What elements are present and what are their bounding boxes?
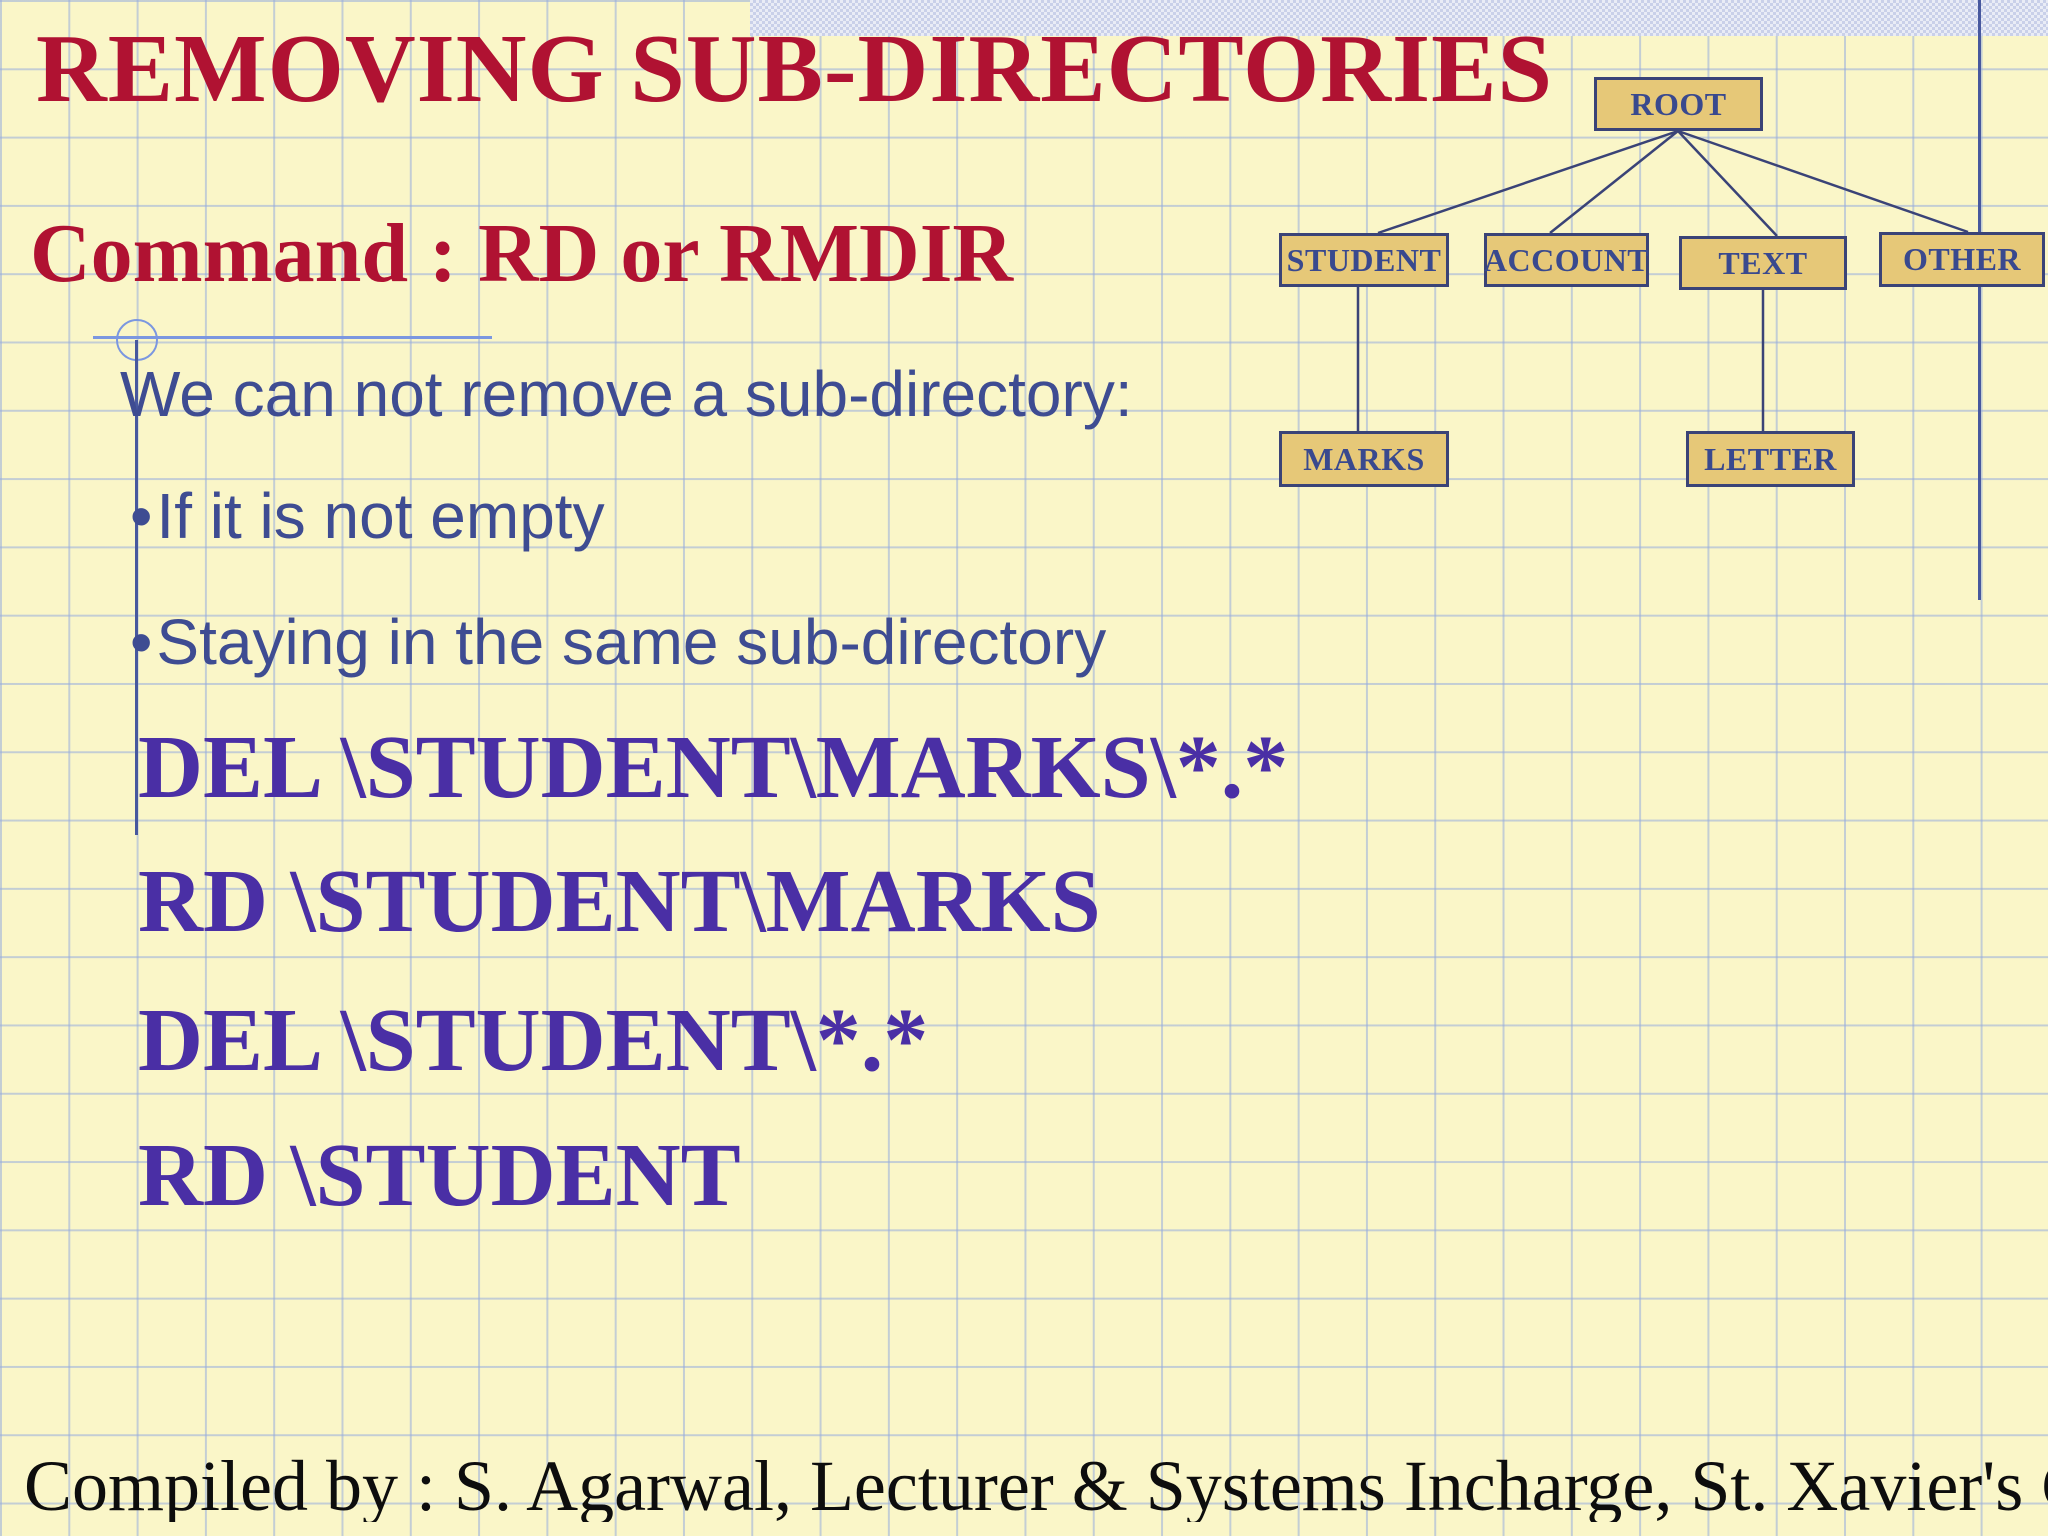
- left-guide-line: [135, 340, 138, 835]
- subtitle: Command : RD or RMDIR: [30, 207, 1014, 300]
- tree-edge: [1677, 130, 1778, 237]
- tree-node-root: ROOT: [1594, 77, 1763, 131]
- top-edge-band: [750, 0, 2048, 36]
- bullet-item: •Staying in the same sub-directory: [130, 610, 1106, 674]
- tree-node-account: ACCOUNT: [1484, 233, 1649, 287]
- bullet-text: Staying in the same sub-directory: [156, 606, 1107, 678]
- tree-node-text: TEXT: [1679, 236, 1847, 290]
- command-line-rd-student: RD \STUDENT: [138, 1126, 741, 1225]
- command-line-del-student-all: DEL \STUDENT\*.*: [138, 991, 929, 1090]
- tree-edge: [1677, 129, 1969, 234]
- tree-edge: [1549, 130, 1679, 234]
- bullet-dot-icon: •: [130, 480, 153, 552]
- bullet-item: •If it is not empty: [130, 484, 605, 548]
- footer-credit: Compiled by : S. Agarwal, Lecturer & Sys…: [24, 1450, 2048, 1522]
- bullet-dot-icon: •: [130, 606, 153, 678]
- tree-node-student: STUDENT: [1279, 233, 1449, 287]
- tree-node-marks: MARKS: [1279, 431, 1449, 487]
- right-guide-line: [1978, 0, 1981, 600]
- tree-node-other: OTHER: [1879, 232, 2045, 287]
- command-line-del-student-marks-all: DEL \STUDENT\MARKS\*.*: [138, 718, 1289, 817]
- tree-node-letter: LETTER: [1686, 431, 1855, 487]
- tree-edge: [1377, 129, 1679, 235]
- intro-text: We can not remove a sub-directory:: [120, 358, 1133, 430]
- bullet-text: If it is not empty: [156, 480, 605, 552]
- page-title: REMOVING SUB-DIRECTORIES: [36, 15, 1553, 123]
- decor-underline: [93, 336, 492, 339]
- command-line-rd-student-marks: RD \STUDENT\MARKS: [138, 852, 1101, 951]
